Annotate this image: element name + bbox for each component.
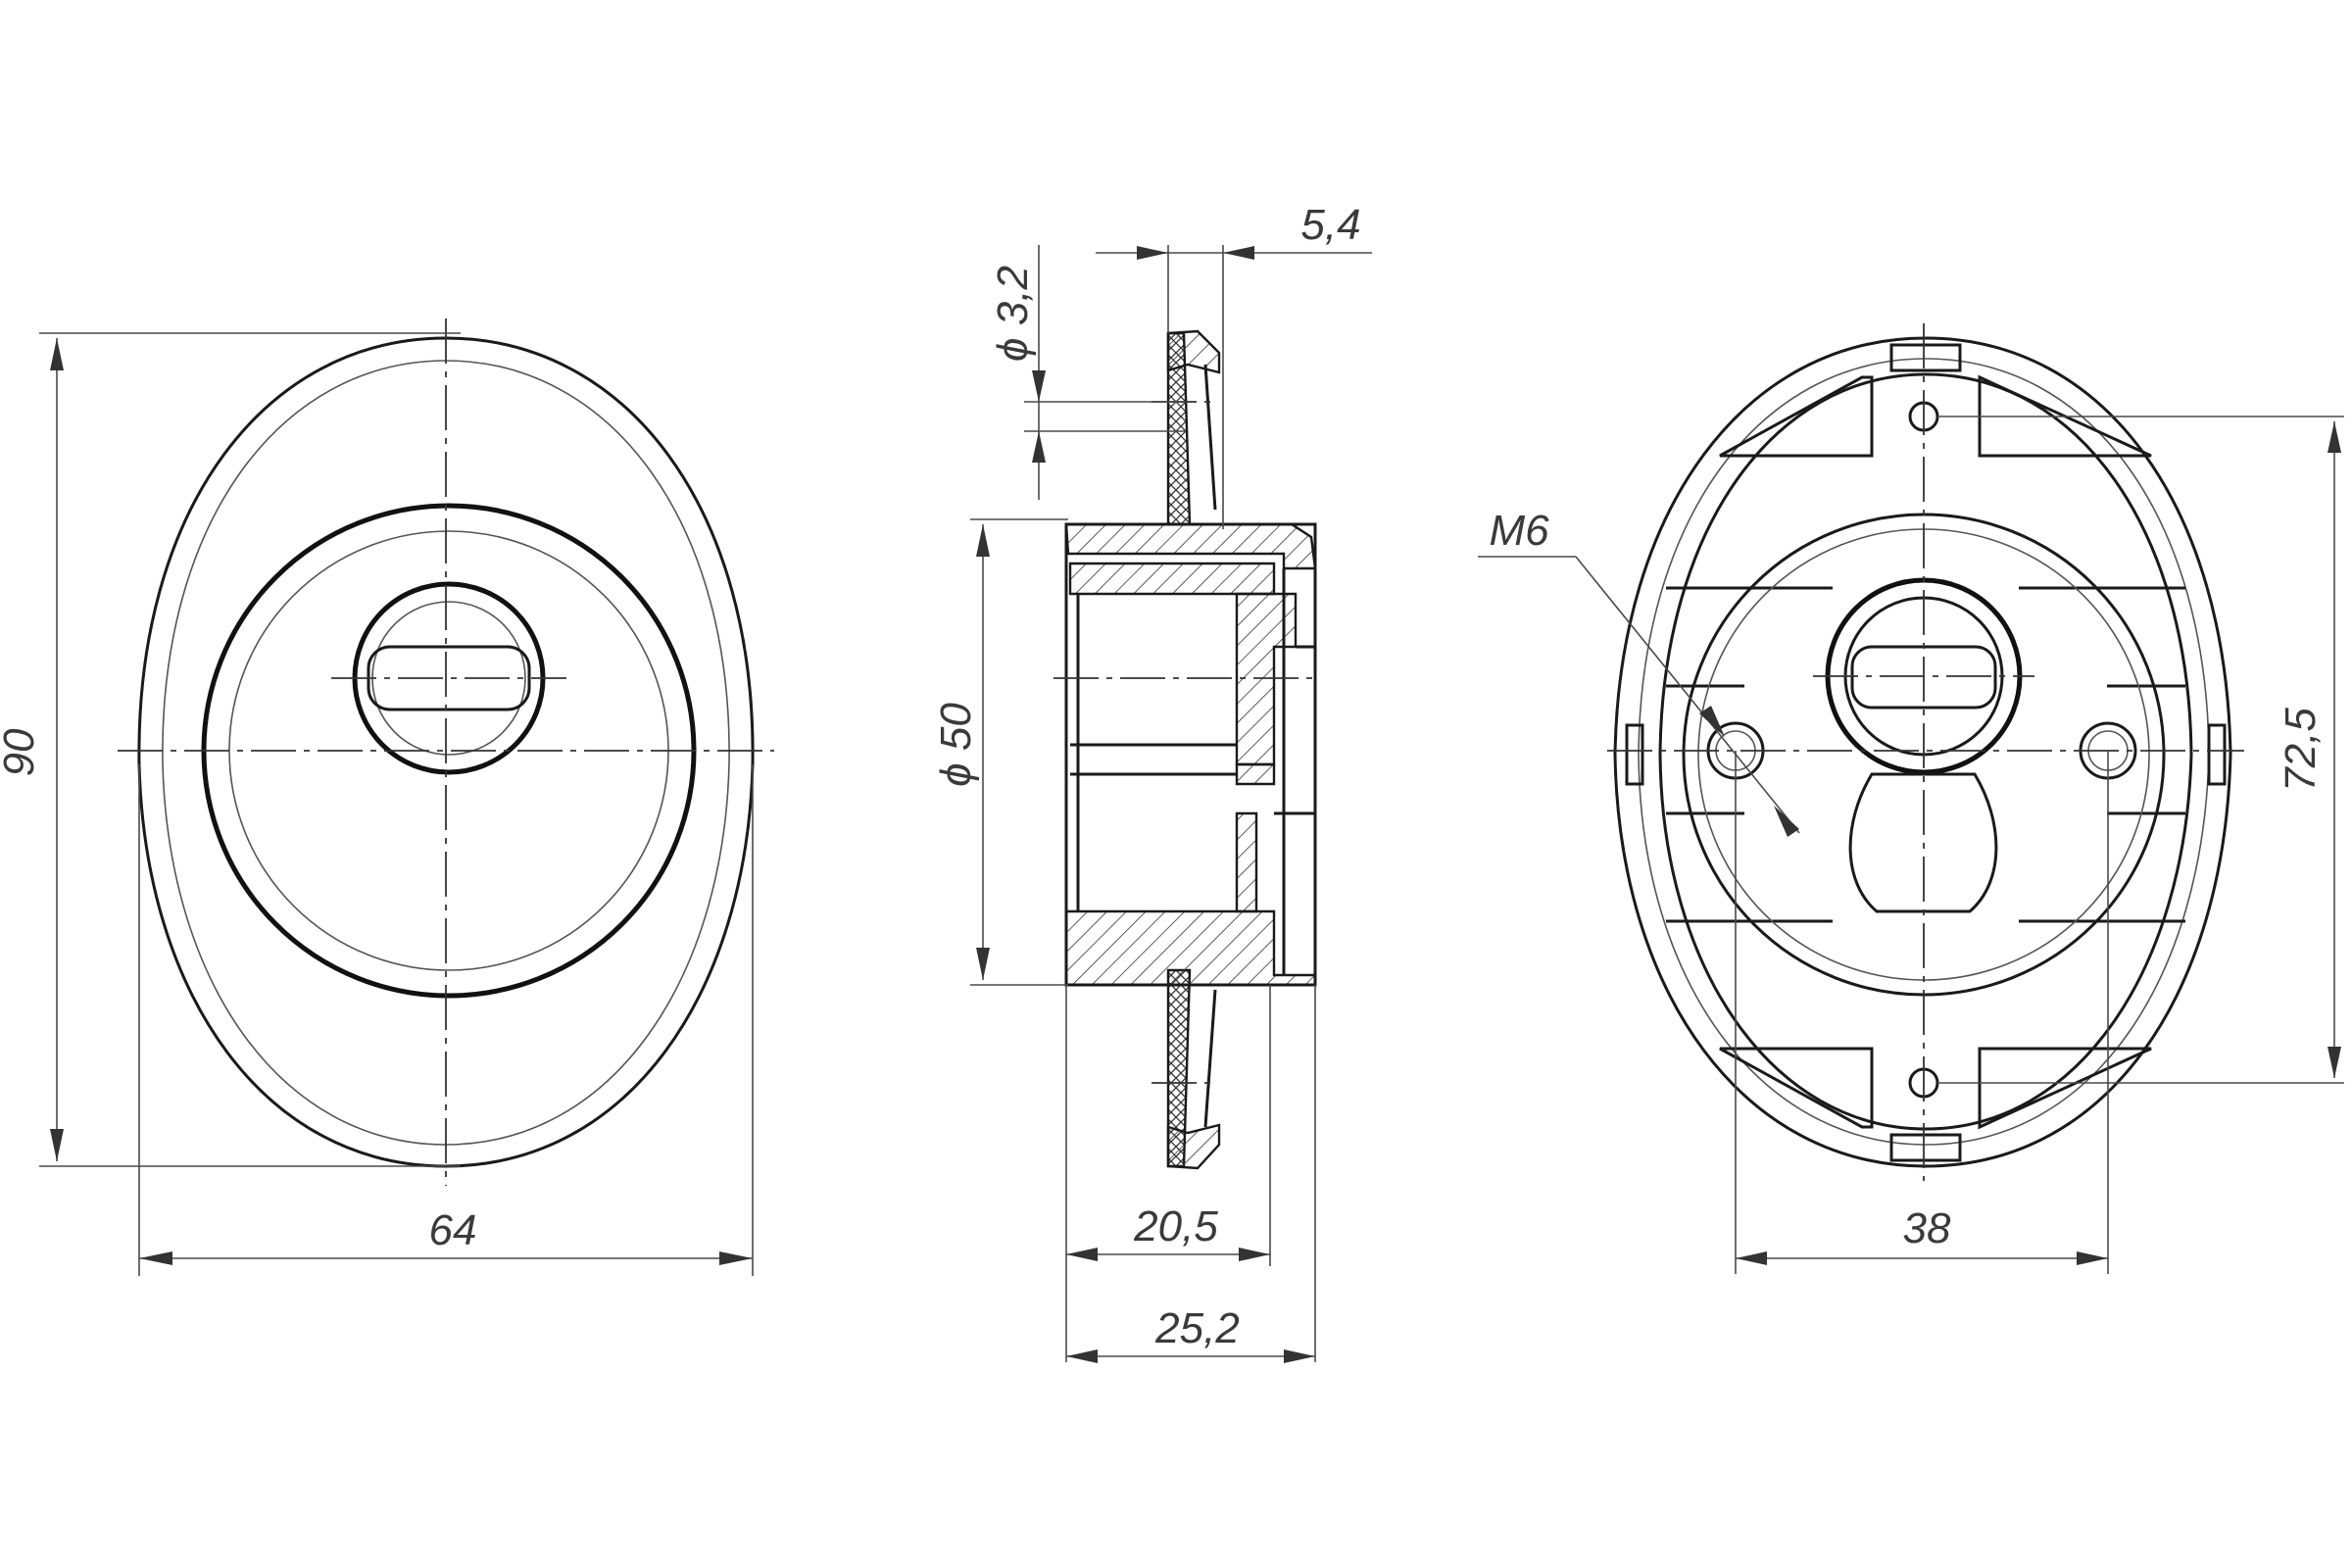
front-view: 90 64	[0, 318, 774, 1276]
section-insert	[1235, 592, 1298, 766]
section-depth-total-label: 25,2	[1154, 1304, 1240, 1352]
section-body-lower-wall	[1064, 909, 1317, 987]
back-screw-spacing-label: 38	[1903, 1204, 1951, 1252]
back-mount-spacing-label: 72,5	[2277, 708, 2325, 792]
back-thread-label: M6	[1489, 507, 1549, 555]
section-plate-thickness-label: 5,4	[1300, 201, 1360, 249]
front-height-label: 90	[0, 728, 43, 776]
back-inner-contour	[1638, 358, 2210, 1146]
back-top-tab	[1889, 343, 1962, 372]
section-plate-lip-upper	[1166, 329, 1221, 374]
back-bottom-tab	[1889, 1133, 1962, 1162]
front-width-label: 64	[429, 1206, 477, 1254]
section-body-diameter-label: ϕ 50	[932, 703, 980, 787]
section-depth-inner-label: 20,5	[1133, 1202, 1218, 1250]
section-plate-lip-lower	[1166, 1123, 1221, 1170]
section-body-outline	[1064, 522, 1317, 987]
front-cylinder-ring-outer	[352, 581, 546, 775]
section-body-upper-wall	[1064, 522, 1317, 570]
section-hole-diameter-label: ϕ 3,2	[989, 266, 1037, 362]
back-view: M6 38 72,5	[1478, 323, 2344, 1274]
back-cylinder-keyway	[1848, 772, 1998, 913]
section-view: 5,4 ϕ 3,2 ϕ 50 20,5 25,2	[932, 201, 1372, 1363]
back-outer-contour	[1613, 336, 2232, 1168]
